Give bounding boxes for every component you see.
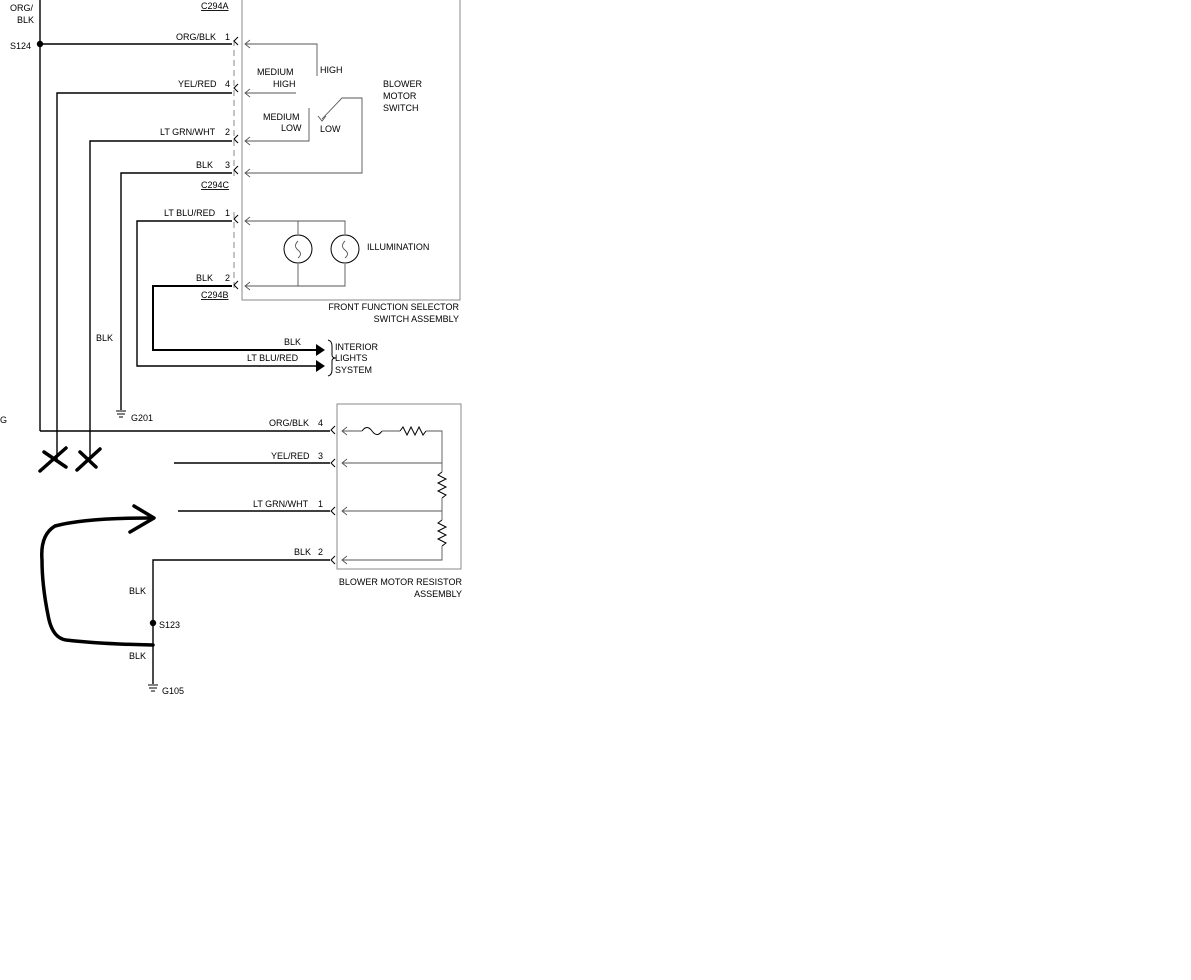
switch-low-label: LOW bbox=[320, 124, 341, 134]
switch-medium-high-label: HIGH bbox=[273, 79, 296, 89]
illumination-lamp-icon bbox=[330, 234, 360, 264]
top-wire-label-line1: ORG/ bbox=[10, 3, 34, 13]
assembly-title: FRONT FUNCTION SELECTOR bbox=[328, 302, 459, 312]
switch-medium-low-label: MEDIUM bbox=[263, 112, 300, 122]
wire-label-yel-red: YEL/RED bbox=[178, 79, 217, 89]
splice-s124-dot bbox=[36, 40, 44, 48]
blower-motor-switch-label: MOTOR bbox=[383, 91, 417, 101]
connector-c294a-label: C294A bbox=[201, 1, 229, 11]
cross-mark-icon bbox=[75, 447, 102, 472]
connector-c294c-label: C294C bbox=[201, 180, 230, 190]
fuse-icon bbox=[361, 427, 383, 435]
interior-wire-label-lt-blu-red: LT BLU/RED bbox=[247, 353, 299, 363]
pin-label: 2 bbox=[318, 547, 323, 557]
resistor-wire-label-lt-grn-wht: LT GRN/WHT bbox=[253, 499, 309, 509]
switch-medium-low-label: LOW bbox=[281, 123, 302, 133]
hand-drawn-curved-arrow-icon bbox=[40, 516, 155, 647]
pin-label: 2 bbox=[225, 273, 230, 283]
pin-label: 1 bbox=[225, 208, 230, 218]
ground-wire-label-blk-lower: BLK bbox=[129, 651, 146, 661]
switch-medium-high-label: MEDIUM bbox=[257, 67, 294, 77]
wires bbox=[36, 0, 337, 692]
ground-edge-label: G bbox=[0, 415, 7, 425]
wire-label-lt-blu-red: LT BLU/RED bbox=[164, 208, 216, 218]
interior-lights-label: INTERIOR bbox=[335, 342, 379, 352]
ground-wire-label-blk-upper: BLK bbox=[129, 586, 146, 596]
illumination-lamp-icon bbox=[283, 234, 313, 264]
interior-lights-label: SYSTEM bbox=[335, 365, 372, 375]
resistor-wire-label-yel-red: YEL/RED bbox=[271, 451, 310, 461]
hand-drawn-annotations bbox=[38, 446, 156, 647]
cross-mark-icon bbox=[38, 446, 68, 473]
splice-s124-label: S124 bbox=[10, 41, 31, 51]
top-wire-label-line2: BLK bbox=[17, 15, 34, 25]
vertical-wire-label-blk: BLK bbox=[96, 333, 113, 343]
arrow-icon bbox=[316, 344, 325, 356]
connector-c294b-label: C294B bbox=[201, 290, 229, 300]
resistor-icon bbox=[436, 471, 448, 499]
interior-wire-label-blk: BLK bbox=[284, 337, 301, 347]
pin-label: 4 bbox=[318, 418, 323, 428]
pin-label: 1 bbox=[318, 499, 323, 509]
ground-icon bbox=[116, 410, 126, 418]
interior-lights-label: LIGHTS bbox=[335, 353, 368, 363]
pin-label: 1 bbox=[225, 32, 230, 42]
wire-label-blk: BLK bbox=[196, 160, 213, 170]
resistor-icon bbox=[399, 425, 427, 437]
wire-label-blk: BLK bbox=[196, 273, 213, 283]
pin-label: 3 bbox=[225, 160, 230, 170]
switch-high-label: HIGH bbox=[320, 65, 343, 75]
blower-motor-switch-label: BLOWER bbox=[383, 79, 423, 89]
pin-label: 3 bbox=[318, 451, 323, 461]
ground-icon bbox=[148, 684, 158, 692]
assembly-title: BLOWER MOTOR RESISTOR bbox=[339, 577, 463, 587]
resistor-icon bbox=[436, 519, 448, 547]
labels: C294A ORG/ BLK S124 ORG/BLK 1 YEL/RED 4 … bbox=[0, 1, 462, 696]
blower-motor-resistor-assembly bbox=[330, 403, 462, 570]
blower-motor-switch-label: SWITCH bbox=[383, 103, 419, 113]
assembly-title: SWITCH ASSEMBLY bbox=[374, 314, 459, 324]
pin-label: 4 bbox=[225, 79, 230, 89]
wire-label-lt-grn-wht: LT GRN/WHT bbox=[160, 127, 216, 137]
splice-s123-dot bbox=[149, 619, 157, 627]
splice-s123-label: S123 bbox=[159, 620, 180, 630]
arrow-icon bbox=[316, 360, 325, 372]
ground-g201-label: G201 bbox=[131, 413, 153, 423]
resistor-wire-label-blk: BLK bbox=[294, 547, 311, 557]
front-function-selector-switch-assembly bbox=[233, 0, 461, 301]
illumination-label: ILLUMINATION bbox=[367, 242, 429, 252]
ground-g105-label: G105 bbox=[162, 686, 184, 696]
resistor-wire-label-org-blk: ORG/BLK bbox=[269, 418, 309, 428]
pin-label: 2 bbox=[225, 127, 230, 137]
assembly-title: ASSEMBLY bbox=[414, 589, 462, 599]
wire-label-org-blk: ORG/BLK bbox=[176, 32, 216, 42]
